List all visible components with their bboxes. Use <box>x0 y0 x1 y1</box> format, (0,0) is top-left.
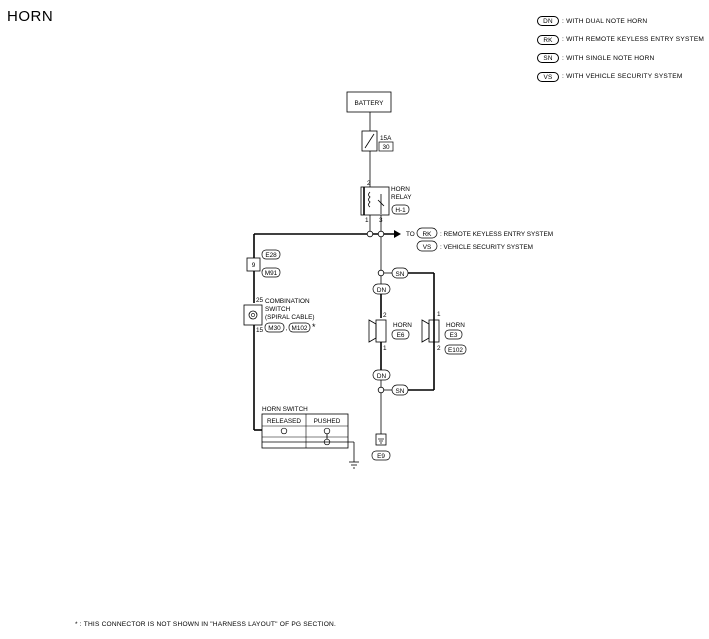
horn-e6-connector: E6 <box>397 332 405 339</box>
legend-code-badge: DN <box>537 16 559 27</box>
fuse-symbol <box>361 130 378 152</box>
to-code-badge <box>416 227 438 239</box>
fuse-element <box>364 133 375 149</box>
legend-text: : WITH DUAL NOTE HORN <box>562 17 648 25</box>
horn-e6-connector-badge <box>391 329 410 340</box>
legend-row: DN : WITH DUAL NOTE HORN <box>537 12 704 31</box>
ground-connector-badge <box>371 450 391 461</box>
to-code-badge <box>416 240 438 252</box>
legend-text: : WITH VEHICLE SECURITY SYSTEM <box>562 73 683 81</box>
fuse-number-box <box>378 141 394 152</box>
combo-pin-top: 25 <box>256 297 264 304</box>
to-text: : REMOTE KEYLESS ENTRY SYSTEM <box>440 231 553 238</box>
legend-code-badge: SN <box>537 53 559 64</box>
spiral-cable-icon <box>251 313 255 317</box>
horn-switch-table <box>261 413 349 449</box>
horn-icon <box>368 319 377 343</box>
combo-connector-badge <box>288 322 311 333</box>
legend: DN : WITH DUAL NOTE HORN RK : WITH REMOT… <box>537 12 704 86</box>
to-text: : VEHICLE SECURITY SYSTEM <box>440 244 533 251</box>
combo-asterisk: * <box>312 322 316 332</box>
horn-e3-connector-badge <box>444 329 463 340</box>
horn-switch-col2: PUSHED <box>314 418 341 425</box>
option-tag-badge <box>372 369 391 381</box>
relay-switch-icon <box>377 199 385 207</box>
page-title: HORN <box>7 8 54 25</box>
legend-text: : WITH REMOTE KEYLESS ENTRY SYSTEM <box>562 36 705 44</box>
ground-icon <box>375 433 387 446</box>
horn-e3-connector2: E102 <box>448 347 463 354</box>
arrow-icon <box>394 230 401 238</box>
joint-conn1: E28 <box>265 252 277 259</box>
legend-code-badge: VS <box>537 71 559 82</box>
horn-relay-box <box>360 186 390 216</box>
combo-label2: SWITCH <box>265 306 291 313</box>
contact-icon <box>323 427 331 435</box>
horn-e6-pin-bottom: 1 <box>383 345 387 352</box>
joint-conn2: M91 <box>265 270 278 277</box>
combination-switch-box <box>243 304 263 326</box>
horn-e6-body <box>375 319 387 343</box>
splice-icon <box>377 269 385 277</box>
horn-e3-label: HORN <box>446 322 465 329</box>
battery-box <box>346 91 392 113</box>
ground-icon <box>349 461 359 469</box>
combo-connector-badge <box>264 322 285 333</box>
fuse-rating: 15A <box>380 135 392 142</box>
horn-e3-connector-badge <box>444 344 467 355</box>
to-code: RK <box>423 231 433 238</box>
relay-connector: H-1 <box>395 207 406 214</box>
combo-comma: , <box>286 325 288 332</box>
combo-pin-bottom: 15 <box>256 327 264 334</box>
horn-e6-pin-top: 2 <box>383 312 387 319</box>
horn-switch-title: HORN SWITCH <box>262 406 308 413</box>
horn-icon <box>421 319 430 343</box>
relay-pin-top: 2 <box>367 180 371 187</box>
combo-label3: (SPIRAL CABLE) <box>265 314 314 321</box>
option-tag-dn: DN <box>377 287 387 294</box>
to-label: TO <box>406 231 415 238</box>
footnote: * : THIS CONNECTOR IS NOT SHOWN IN "HARN… <box>75 621 337 628</box>
contact-open-icon <box>280 427 288 435</box>
splice-icon <box>377 386 385 394</box>
joint-connector-badge <box>261 267 281 278</box>
splice-icon <box>377 230 385 238</box>
spiral-cable-icon <box>248 310 258 320</box>
relay-pin-left: 1 <box>365 217 369 224</box>
legend-row: RK : WITH REMOTE KEYLESS ENTRY SYSTEM <box>537 31 704 50</box>
splice-icon <box>366 230 374 238</box>
relay-connector-badge <box>391 204 410 215</box>
horn-e3-pin-bottom: 2 <box>437 345 441 352</box>
relay-coil-icon <box>368 191 371 208</box>
legend-text: : WITH SINGLE NOTE HORN <box>562 54 655 62</box>
joint-connector-badge <box>261 249 281 260</box>
horn-e3-connector: E3 <box>450 332 458 339</box>
joint-pin: 9 <box>252 262 256 269</box>
horn-switch-col1: RELEASED <box>267 418 301 425</box>
legend-code-badge: RK <box>537 34 559 45</box>
relay-label1: HORN <box>391 186 410 193</box>
option-tag-sn: SN <box>396 271 405 278</box>
ground-connector: E9 <box>377 453 385 460</box>
combo-conn1: M30 <box>268 325 281 332</box>
legend-row: SN : WITH SINGLE NOTE HORN <box>537 49 704 68</box>
to-code: VS <box>423 244 432 251</box>
fuse-number: 30 <box>382 144 390 151</box>
combo-conn2: M102 <box>292 325 308 332</box>
horn-e3-pin-top: 1 <box>437 311 441 318</box>
horn-e6-label: HORN <box>393 322 412 329</box>
option-tag-dn: DN <box>377 373 387 380</box>
option-tag-sn: SN <box>396 388 405 395</box>
combo-label1: COMBINATION <box>265 298 310 305</box>
relay-label2: RELAY <box>391 194 412 201</box>
legend-row: VS : WITH VEHICLE SECURITY SYSTEM <box>537 68 704 87</box>
battery-label: BATTERY <box>355 100 385 107</box>
